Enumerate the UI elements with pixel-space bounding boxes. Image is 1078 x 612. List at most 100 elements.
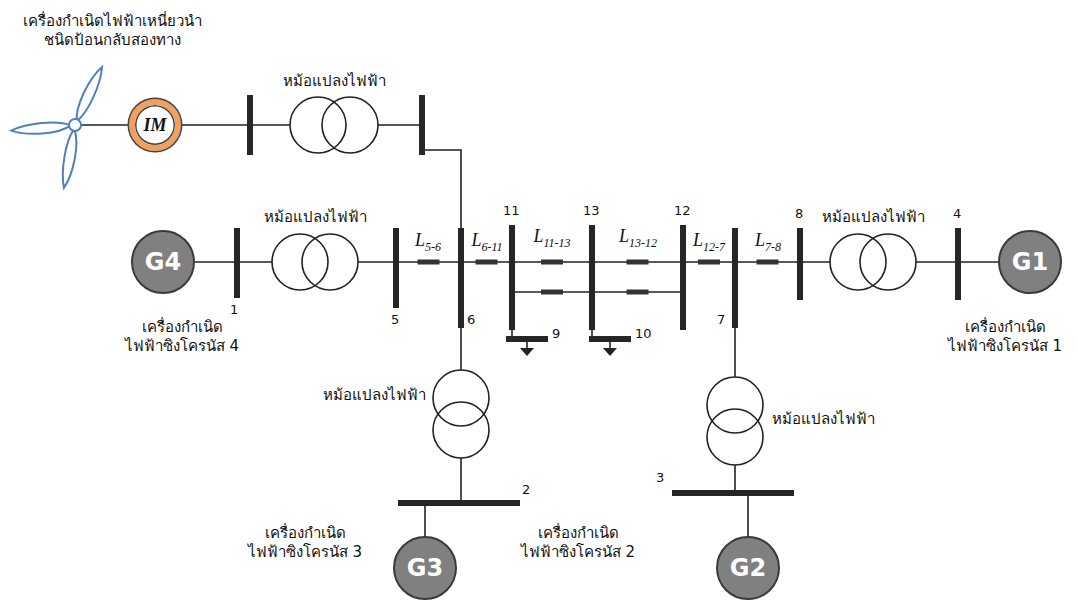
generator-label: เครื่องกำเนิด ไฟฟ้าซิงโครนัส 2 [521,524,635,562]
bus-bar: 8 [797,228,803,300]
power-line [195,261,234,263]
turbine-shaft [80,124,130,126]
transformer-winding [302,234,358,290]
bus-bar: 6 [458,228,464,328]
transformer-winding [707,377,763,433]
generator-name: G4 [145,248,181,276]
synchronous-generator: G2 [716,536,780,600]
transformer-label: หม้อแปลงไฟฟ้า [264,208,367,227]
line-label: L13-12 [619,226,657,251]
line-impedance [757,260,779,265]
line-impedance [627,290,649,295]
line-impedance [418,260,440,265]
transformer-symbol [830,234,916,290]
turbine-hub [69,119,81,131]
transformer-winding [322,97,378,153]
transformer-symbol [290,97,378,153]
bus-number: 8 [795,206,803,221]
line-label: L7-8 [755,230,781,255]
load-symbol [603,342,617,356]
bus-number: 10 [635,326,652,341]
bus-number: 5 [391,312,399,327]
transformer-winding [707,409,763,465]
transformer-winding [707,409,763,465]
synchronous-generator: G1 [998,230,1062,294]
transformer-winding [433,370,489,426]
power-line [961,261,998,263]
bus-bar: 13 [589,225,595,330]
transformer-label: หม้อแปลงไฟฟ้า [323,386,426,405]
bus-number: 1 [230,302,238,317]
generator-label: เครื่องกำเนิดไฟฟ้าเหนี่ยวนำ ชนิดป้อนกลับ… [23,12,202,50]
power-line [747,496,749,536]
bus-bar [419,95,425,155]
bus-bar [247,95,253,155]
turbine-blade [11,120,72,136]
transformer-winding [433,402,489,458]
wind-turbine [11,65,130,189]
line-impedance [541,260,563,265]
transformer-winding [322,97,378,153]
power-line [424,506,426,536]
bus-bar: 11 [509,225,515,330]
bus-bar: 10 [589,336,631,342]
bus-bar: 2 [398,500,520,506]
load-stem [609,342,611,348]
bus-number: 12 [674,203,691,218]
generator-name: G2 [730,554,766,582]
bus-bar: 12 [680,225,686,330]
transformer-label: หม้อแปลงไฟฟ้า [772,410,875,429]
generator-label: เครื่องกำเนิด ไฟฟ้าซิงโครนัส 4 [125,318,239,356]
bus-number: 3 [656,470,664,485]
line-impedance [627,260,649,265]
bus-number: 6 [467,312,475,327]
bus-bar: 9 [506,336,548,342]
load-arrow [520,348,534,356]
transformer-winding [272,234,328,290]
transformer-symbol [272,234,358,290]
line-label: L12-7 [693,230,725,255]
bus-bar: 5 [393,228,399,308]
generator-label: เครื่องกำเนิด ไฟฟ้าซิงโครนัส 3 [248,524,362,562]
transformer-symbol [433,370,489,458]
line-label: L6-11 [471,230,502,255]
generator-name: G3 [407,554,443,582]
transformer-winding [830,234,886,290]
bus-number: 13 [583,203,600,218]
bus-bar: 4 [955,228,961,300]
bus-bar: 7 [732,228,738,328]
synchronous-generator: G4 [131,230,195,294]
transformer-winding [290,97,346,153]
transformer-winding [433,402,489,458]
line-label: L11-13 [533,226,570,251]
load-arrow [603,348,617,356]
generator-name: IM [143,115,166,136]
line-label: L5-6 [415,230,441,255]
synchronous-generator: G3 [393,536,457,600]
bus-number: 11 [503,203,520,218]
transformer-winding [302,234,358,290]
bus-number: 9 [552,326,560,341]
load-stem [526,342,528,348]
induction-generator: IM [129,99,181,151]
generator-label: เครื่องกำเนิด ไฟฟ้าซิงโครนัส 1 [948,318,1062,356]
line-impedance [541,290,563,295]
turbine-blade [72,65,107,124]
transformer-symbol [707,377,763,465]
bus-number: 2 [522,482,530,497]
line-impedance [698,260,720,265]
bus-number: 4 [953,206,961,221]
line-impedance [476,260,498,265]
bus-bar: 3 [672,490,794,496]
bus-bar: 1 [234,228,240,298]
transformer-winding [860,234,916,290]
transformer-label: หม้อแปลงไฟฟ้า [822,208,925,227]
transformer-winding [860,234,916,290]
load-symbol [520,342,534,356]
transformer-label: หม้อแปลงไฟฟ้า [283,72,386,91]
generator-name: G1 [1012,248,1048,276]
turbine-blade [59,128,80,189]
